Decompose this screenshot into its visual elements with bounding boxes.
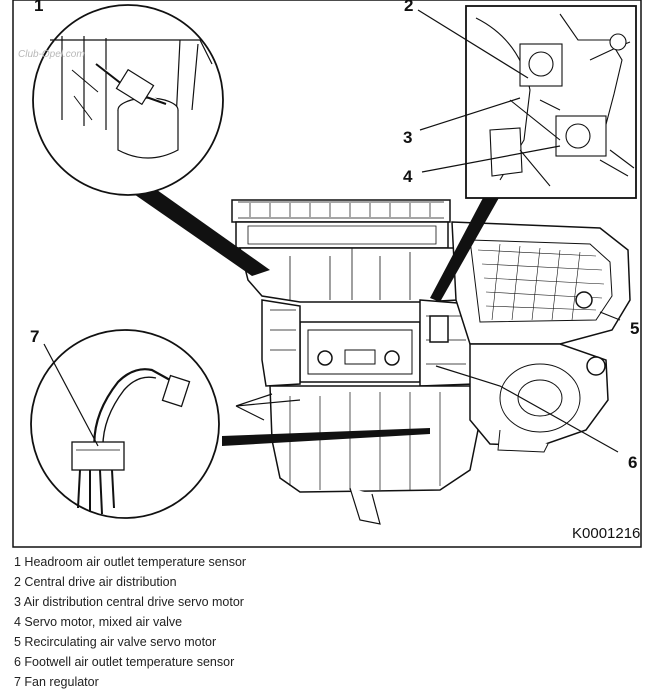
detail-7-fan-regulator [30,329,220,519]
callout-4: 4 [403,167,413,186]
legend-item-5: 5 Recirculating air valve servo motor [14,635,217,649]
callout-1: 1 [34,0,43,15]
callout-6: 6 [628,453,637,472]
legend-item-3: 3 Air distribution central drive servo m… [14,595,244,609]
detail-2-3-4-inset [417,5,637,199]
legend-item-6: 6 Footwell air outlet temperature sensor [14,655,235,669]
callout-2: 2 [404,0,413,15]
legend-item-7: 7 Fan regulator [14,675,99,689]
detail-1-headroom-sensor [32,4,224,196]
legend-item-2: 2 Central drive air distribution [14,575,177,589]
callout-5: 5 [630,319,639,338]
watermark: Club-Opel.com [18,49,85,60]
leader-lines [235,311,621,453]
legend-item-4: 4 Servo motor, mixed air valve [14,615,183,629]
callout-7: 7 [30,327,39,346]
zoom-wedges [108,168,500,446]
legend-item-1: 1 Headroom air outlet temperature sensor [14,555,247,569]
figure-id: K0001216 [572,525,640,542]
callout-3: 3 [403,128,412,147]
heater-unit-diagram: 1 2 3 4 5 6 7 Club-Opel.com K0001216 [12,0,642,548]
hvac-housing [231,199,631,525]
